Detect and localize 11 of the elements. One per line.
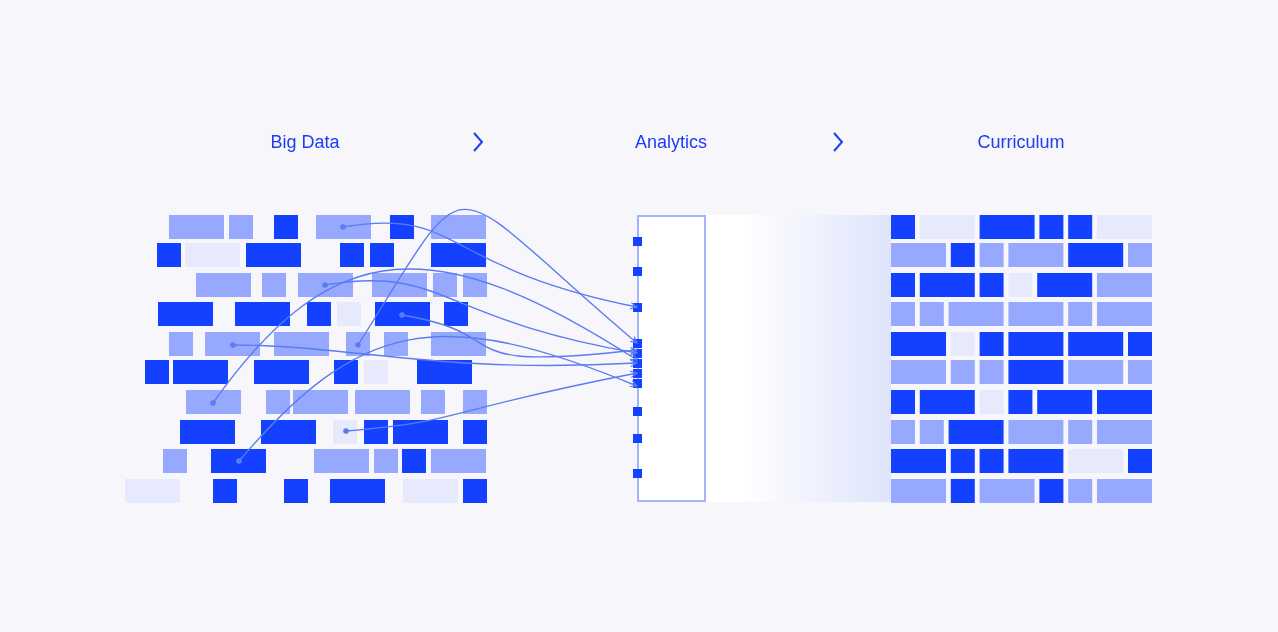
curved-arrow — [357, 208, 638, 346]
curved-arrow — [342, 222, 638, 310]
curved-arrow — [324, 280, 638, 356]
stage-heading: Big Data — [270, 130, 340, 154]
curved-arrow — [232, 344, 638, 368]
curved-arrow — [212, 268, 638, 404]
stage-heading: Analytics — [635, 130, 707, 154]
curved-arrow — [401, 314, 638, 358]
curved-arrow — [238, 335, 638, 462]
curved-arrow — [345, 370, 638, 432]
stage-heading: Curriculum — [977, 130, 1065, 154]
